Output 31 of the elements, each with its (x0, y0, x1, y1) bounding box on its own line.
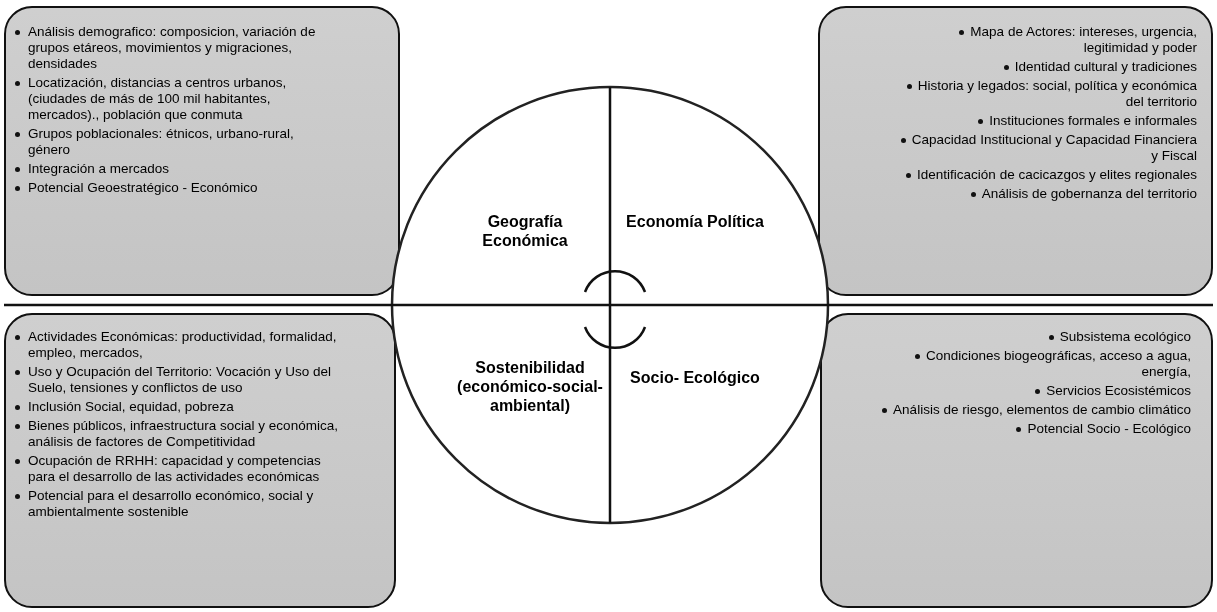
bullet-text: Ocupación de RRHH: capacidad y competencias para el desarrollo de las actividades económicas (28, 453, 321, 484)
info-panel (4, 6, 400, 296)
bullet-text: Actividades Económicas: productividad, formalidad, empleo, mercados, (28, 329, 337, 360)
bullet-text: Análisis de riesgo, elementos de cambio climático (893, 402, 1191, 417)
bullet-text: Análisis de gobernanza del territorio (981, 186, 1197, 201)
bullet-text: Integración a mercados (28, 161, 170, 176)
bullet-text: Instituciones formales e informales (989, 113, 1197, 128)
bullet-text: Potencial Socio - Ecológico (1027, 421, 1191, 436)
bullet-text: Servicios Ecosistémicos (1046, 383, 1191, 398)
info-panel (818, 6, 1213, 296)
bullet-text: Potencial Geoestratégico - Económico (28, 180, 258, 195)
quadrant-title: Sostenibilidad (económico-social-ambiental) (455, 358, 605, 415)
bullet-text: Locatización, distancias a centros urbanos, (ciudades de más de 100 mil habitantes, mercados)., población que conmuta (28, 75, 287, 122)
info-panel (820, 313, 1213, 608)
bullet-text: Potencial para el desarrollo económico, social y ambientalmente sostenible (28, 488, 314, 519)
bullet-text: Historia y legados: social, política y económica del territorio (917, 78, 1197, 109)
bullet-text: Identidad cultural y tradiciones (1014, 59, 1197, 74)
quadrant-title: Economía Política (625, 212, 765, 231)
bullet-text: Capacidad Institucional y Capacidad Financiera y Fiscal (911, 132, 1197, 163)
info-panel (4, 313, 396, 608)
bullet-text: Uso y Ocupación del Territorio: Vocación y Uso del Suelo, tensiones y conflictos de uso (28, 364, 331, 395)
quadrant-title: Geografía Económica (455, 212, 595, 250)
bullet-text: Bienes públicos, infraestructura social y económica, análisis de factores de Competitividad (28, 418, 338, 449)
bullet-text: Condiciones biogeográficas, acceso a agua, energía, (926, 348, 1191, 379)
bullet-text: Mapa de Actores: intereses, urgencia, legitimidad y poder (970, 24, 1197, 55)
bullet-text: Identificación de cacicazgos y elites regionales (917, 167, 1197, 182)
bullet-text: Análisis demografico: composicion, variación de grupos etáreos, movimientos y migraciones, densidades (28, 24, 316, 71)
bullet-text: Subsistema ecológico (1059, 329, 1191, 344)
bullet-text: Grupos poblacionales: étnicos, urbano-rural, género (28, 126, 294, 157)
quadrant-title: Socio- Ecológico (630, 368, 760, 387)
bullet-text: Inclusión Social, equidad, pobreza (28, 399, 234, 414)
